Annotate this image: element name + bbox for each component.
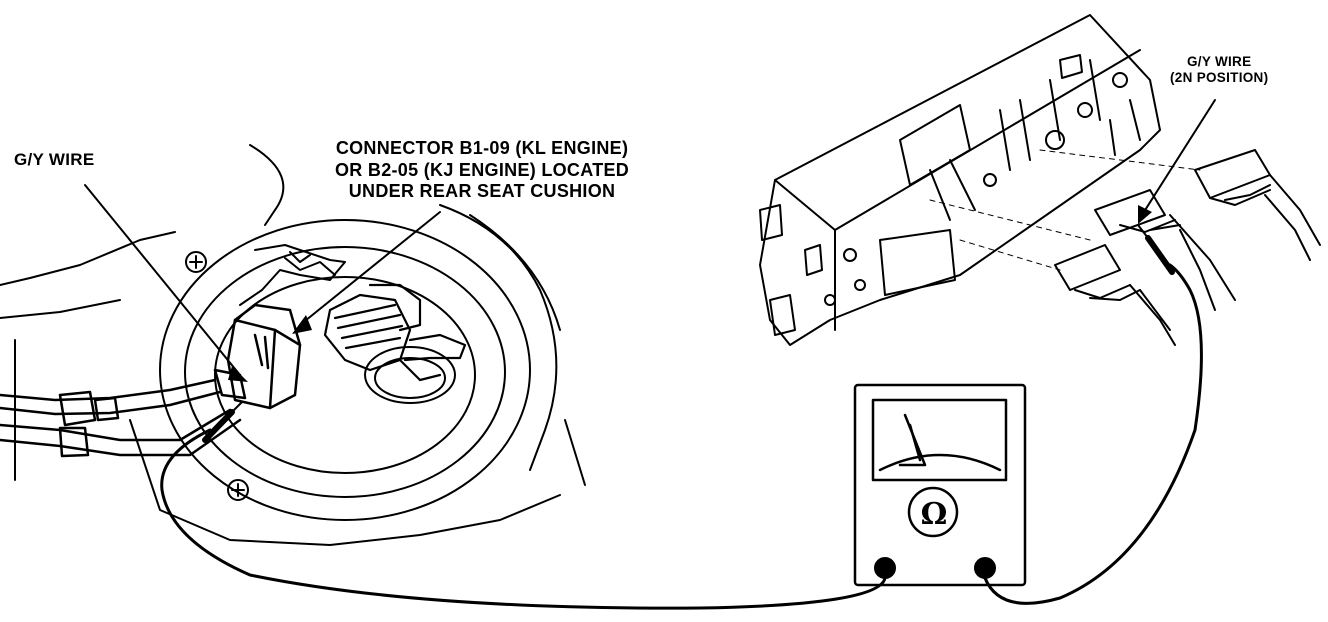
meter-jack-left xyxy=(874,557,896,579)
label-gy-wire-right-line1: G/Y WIRE xyxy=(1187,54,1252,69)
instrument-cluster xyxy=(759,14,1161,346)
arrowhead-connector xyxy=(292,315,312,334)
leader-line-gy-left xyxy=(84,184,241,376)
wire-harness-left xyxy=(0,378,242,458)
cluster-connector-middle xyxy=(1094,189,1236,311)
arrowhead-gy-right xyxy=(1138,205,1152,224)
cover-screw-bottom xyxy=(227,479,249,501)
arrowhead-gy-left xyxy=(228,366,248,382)
pump-connector-top xyxy=(239,244,346,306)
label-gy-wire-right: G/Y WIRE (2N POSITION) xyxy=(1170,54,1268,86)
ohmmeter xyxy=(853,383,1027,587)
test-lead-right xyxy=(983,224,1203,605)
label-connector-line2: OR B2-05 (KJ ENGINE) LOCATED xyxy=(335,159,630,180)
connector-b1-09 xyxy=(213,303,302,410)
leader-line-gy-right xyxy=(1141,99,1216,216)
vehicle-floor-panel xyxy=(0,144,586,546)
cluster-connector-upper xyxy=(1194,149,1321,261)
label-gy-wire-left: G/Y WIRE xyxy=(14,150,95,169)
cluster-connector-lower xyxy=(1054,244,1176,346)
pump-connector-right xyxy=(323,283,467,382)
ohm-symbol-icon: Ω xyxy=(920,496,948,532)
label-connector-line3: UNDER REAR SEAT CUSHION xyxy=(348,181,616,202)
label-connector-location: CONNECTOR B1-09 (KL ENGINE) OR B2-05 (KJ… xyxy=(335,138,629,203)
test-lead-left xyxy=(160,401,887,610)
cover-screw-top xyxy=(185,251,207,273)
fuel-pump-access-cover xyxy=(159,219,531,521)
label-connector-line1: CONNECTOR B1-09 (KL ENGINE) xyxy=(335,138,629,158)
label-gy-wire-right-line2: (2N POSITION) xyxy=(1170,70,1269,86)
leader-line-connector xyxy=(299,211,441,326)
meter-jack-right xyxy=(974,557,996,579)
